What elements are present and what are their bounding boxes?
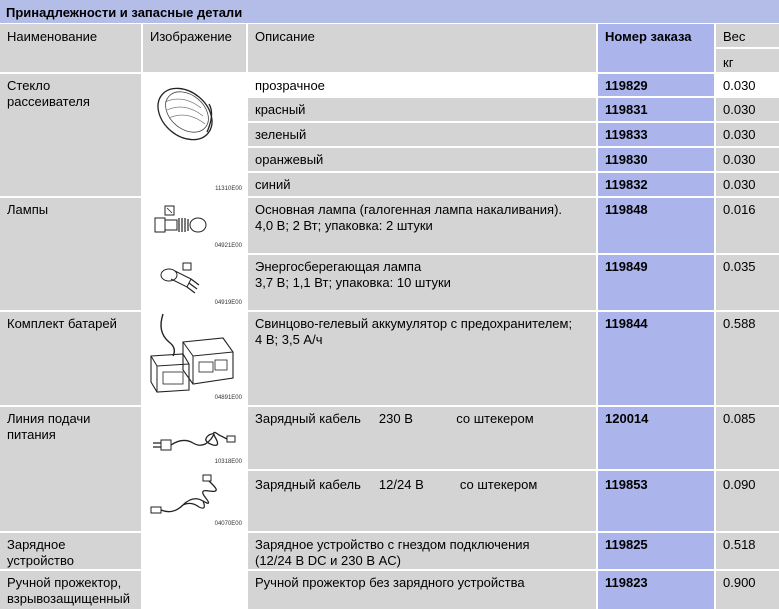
lens-image: 11310E00 — [143, 74, 246, 196]
battery-pack-icon — [150, 313, 234, 393]
charger-name-line1: Зарядное — [7, 537, 66, 552]
charger-weight: 0.518 — [716, 533, 779, 569]
header-order-number: Номер заказа — [598, 24, 714, 72]
charger-image — [143, 533, 246, 569]
lens-order-2: 119831 — [598, 98, 714, 121]
lens-weight-5: 0.030 — [716, 173, 779, 196]
lens-desc-1: прозрачное — [248, 74, 596, 96]
lamp-saving-desc-line1: Энергосберегающая лампа — [255, 259, 422, 274]
battery-image: 04891E00 — [143, 312, 246, 405]
projector-weight: 0.900 — [716, 571, 779, 609]
power-name: Линия подачи питания — [0, 407, 141, 531]
battery-desc: Свинцово-гелевый аккумулятор с предохран… — [248, 312, 596, 405]
cable-12-desc-b: 12/24 В — [378, 477, 424, 492]
lens-desc-5: синий — [248, 173, 596, 196]
projector-name-line2: взрывозащищенный — [7, 591, 131, 606]
lamp-halogen-order: 119848 — [598, 198, 714, 253]
cable-12-desc-c: со штекером — [459, 477, 538, 492]
lens-weight-1: 0.030 — [716, 74, 779, 96]
cable-230-desc-b: 230 В — [378, 411, 413, 426]
header-name: Наименование — [0, 24, 141, 72]
cable-230-weight: 0.085 — [716, 407, 779, 469]
cable-12-desc-a: Зарядный кабель — [255, 477, 361, 492]
lens-desc-4: оранжевый — [248, 148, 596, 171]
cable-230-desc-a: Зарядный кабель — [255, 411, 361, 426]
header-weight-unit: кг — [716, 49, 779, 72]
lamp-saving-order: 119849 — [598, 255, 714, 310]
battery-name: Комплект батарей — [0, 312, 141, 405]
lamps-name: Лампы — [0, 198, 141, 310]
charging-cable-12-icon — [150, 474, 217, 514]
cable-12-image: 04070E00 — [143, 471, 246, 531]
charger-order: 119825 — [598, 533, 714, 569]
charger-name-line2: устройство — [7, 553, 74, 568]
cable-230-order: 120014 — [598, 407, 714, 469]
lens-desc-2: красный — [248, 98, 596, 121]
charger-desc: Зарядное устройство с гнездом подключени… — [248, 533, 596, 569]
lamp-saving-weight: 0.035 — [716, 255, 779, 310]
charger-name: Зарядное устройство — [0, 533, 141, 569]
projector-order: 119823 — [598, 571, 714, 609]
cable-12-desc: Зарядный кабель 12/24 В со штекером — [248, 471, 596, 531]
projector-name: Ручной прожектор, взрывозащищенный — [0, 571, 141, 609]
lens-weight-4: 0.030 — [716, 148, 779, 171]
lamp-saving-desc-line2: 3,7 В; 1,1 Вт; упаковка: 10 штуки — [255, 275, 451, 290]
lens-name-line1: Стекло — [7, 78, 51, 93]
cable-12-image-code: 04070E00 — [214, 521, 242, 527]
lens-desc-3: зеленый — [248, 123, 596, 146]
cable-12-order: 119853 — [598, 471, 714, 531]
cable-12-weight: 0.090 — [716, 471, 779, 531]
lens-name: Стекло рассеивателя — [0, 74, 141, 196]
lamp-halogen-image: 04921E00 — [143, 198, 246, 253]
cable-230-image: 10318E00 — [143, 407, 246, 469]
lamp-saving-image-code: 04919E00 — [214, 300, 242, 306]
projector-image — [143, 571, 246, 609]
lamp-halogen-image-code: 04921E00 — [214, 243, 242, 249]
lens-order-1: 119829 — [598, 74, 714, 96]
power-name-line2: питания — [7, 427, 56, 442]
battery-desc-line1: Свинцово-гелевый аккумулятор с предохран… — [255, 316, 573, 331]
cable-230-image-code: 10318E00 — [214, 459, 242, 465]
lens-order-5: 119832 — [598, 173, 714, 196]
battery-image-code: 04891E00 — [214, 395, 242, 401]
table-title: Принадлежности и запасные детали — [0, 0, 779, 23]
lamp-halogen-desc-line2: 4,0 В; 2 Вт; упаковка: 2 штуки — [255, 218, 433, 233]
charger-desc-line2: (12/24 В DC и 230 В AC) — [255, 553, 401, 568]
lamp-halogen-weight: 0.016 — [716, 198, 779, 253]
lamp-halogen-desc: Основная лампа (галогенная лампа накалив… — [248, 198, 596, 253]
header-description: Описание — [248, 24, 596, 72]
lamp-saving-image: 04919E00 — [143, 255, 246, 310]
header-image: Изображение — [143, 24, 246, 72]
lamp-halogen-desc-line1: Основная лампа (галогенная лампа накалив… — [255, 202, 563, 217]
header-weight: Вес — [716, 24, 779, 47]
lens-weight-3: 0.030 — [716, 123, 779, 146]
battery-weight: 0.588 — [716, 312, 779, 405]
cable-230-desc-c: со штекером — [456, 411, 534, 426]
cable-230-desc: Зарядный кабель 230 В со штекером — [248, 407, 596, 469]
lens-name-line2: рассеивателя — [7, 94, 90, 109]
lens-glass-icon — [157, 87, 213, 141]
battery-order: 119844 — [598, 312, 714, 405]
charging-cable-230-icon — [153, 431, 236, 451]
battery-desc-line2: 4 В; 3,5 А/ч — [255, 332, 323, 347]
energy-saving-bulb-icon — [160, 262, 200, 294]
lamp-saving-desc: Энергосберегающая лампа 3,7 В; 1,1 Вт; у… — [248, 255, 596, 310]
power-name-line1: Линия подачи — [7, 411, 91, 426]
charger-desc-line1: Зарядное устройство с гнездом подключени… — [255, 537, 530, 552]
lens-weight-2: 0.030 — [716, 98, 779, 121]
projector-name-line1: Ручной прожектор, — [7, 575, 122, 590]
halogen-bulb-icon — [154, 205, 207, 233]
lens-image-code: 11310E00 — [215, 186, 242, 192]
lens-order-3: 119833 — [598, 123, 714, 146]
lens-order-4: 119830 — [598, 148, 714, 171]
projector-desc: Ручной прожектор без зарядного устройств… — [248, 571, 596, 609]
